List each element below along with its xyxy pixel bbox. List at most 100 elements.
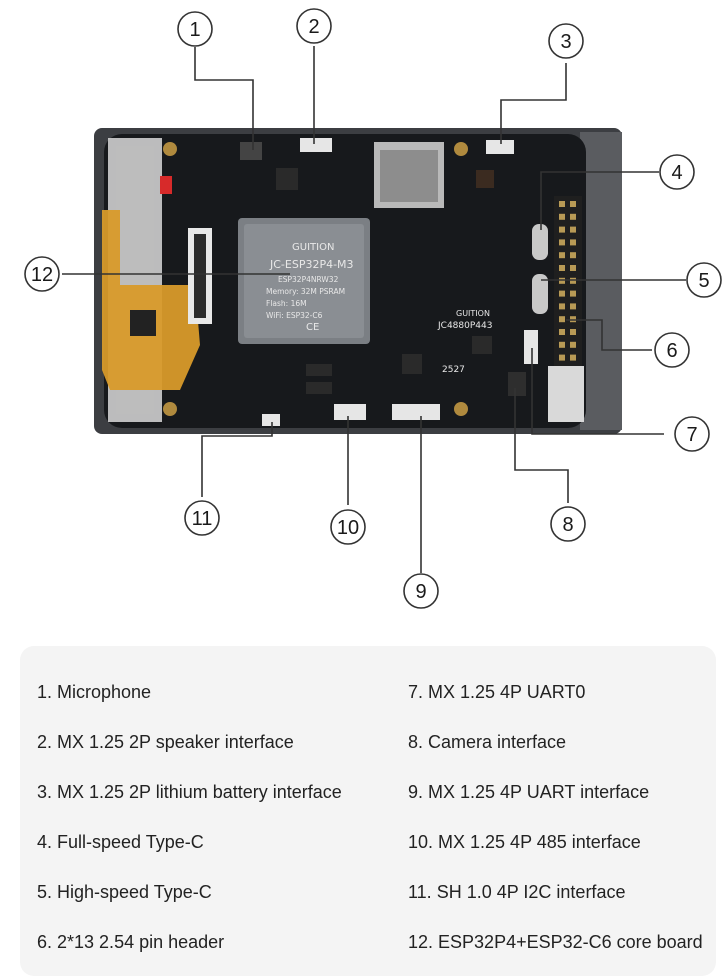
header-pin xyxy=(559,213,565,220)
callout-number: 7 xyxy=(686,424,697,446)
chip xyxy=(402,354,422,374)
header-pin xyxy=(559,354,565,361)
callout-circle xyxy=(330,509,366,545)
header-pin xyxy=(559,201,565,207)
header-pin xyxy=(570,303,576,310)
mount-hole xyxy=(163,142,177,156)
usb-c-high-speed xyxy=(532,274,548,314)
callout-4: 4 xyxy=(659,154,695,190)
legend-list: 1. Microphone 2. MX 1.25 2P speaker inter… xyxy=(20,646,716,976)
board-date-code: 2527 xyxy=(442,365,465,375)
header-pin xyxy=(559,341,565,348)
header-pin xyxy=(570,329,576,335)
header-pin xyxy=(570,265,576,271)
header-pin xyxy=(559,252,565,259)
callout-number: 10 xyxy=(337,517,359,539)
callout-9: 9 xyxy=(403,573,439,609)
mount-hole xyxy=(163,402,177,416)
flex-chip xyxy=(130,310,156,336)
header-pin xyxy=(559,226,565,233)
callout-circle xyxy=(659,154,695,190)
header-pin xyxy=(559,303,565,310)
module-brand: GUITION xyxy=(292,242,334,253)
leader-lines xyxy=(62,46,686,573)
mic-component xyxy=(240,142,262,160)
callout-circle xyxy=(177,11,213,47)
board-diagram: GUITION JC-ESP32P4-M3 ESP32P4NRW32 Memor… xyxy=(24,8,722,609)
callout-6: 6 xyxy=(654,332,690,368)
battery-connector xyxy=(486,140,514,154)
header-pin xyxy=(570,341,576,348)
callout-number: 11 xyxy=(192,508,213,530)
header-pin xyxy=(559,265,565,271)
legend-panel: 1. Microphone 2. MX 1.25 2P speaker inter… xyxy=(20,646,716,976)
display-bezel-edge xyxy=(580,132,622,430)
mount-hole xyxy=(454,142,468,156)
module-wifi: WiFi: ESP32-C6 xyxy=(266,311,323,320)
callout-number: 6 xyxy=(666,340,677,362)
module-memory: Memory: 32M PSRAM xyxy=(266,287,345,296)
callout-3: 3 xyxy=(548,23,584,59)
callout-8: 8 xyxy=(550,506,586,542)
module-marks: CE xyxy=(306,322,319,333)
callout-12: 12 xyxy=(24,256,60,292)
callout-circle xyxy=(674,416,710,452)
camera-connector xyxy=(508,372,526,396)
callout-circle xyxy=(654,332,690,368)
header-pin xyxy=(559,239,565,246)
header-pin xyxy=(559,329,565,335)
uart0-connector xyxy=(524,330,538,364)
leader-line-3 xyxy=(500,63,567,144)
leader-line-1 xyxy=(194,47,254,150)
legend-item: 2. MX 1.25 2P speaker interface xyxy=(37,732,294,752)
leader-line-4 xyxy=(540,171,659,230)
speaker-connector xyxy=(300,138,332,152)
header-pin xyxy=(570,290,576,297)
callout-circle xyxy=(686,262,722,298)
header-pin xyxy=(570,201,576,207)
callout-circle xyxy=(548,23,584,59)
legend-item: 11. SH 1.0 4P I2C interface xyxy=(408,882,626,902)
callout-circle xyxy=(184,500,220,536)
leader-line-11 xyxy=(201,422,273,497)
i2c-connector xyxy=(262,414,280,426)
leader-line-6 xyxy=(566,319,652,351)
flex-cable xyxy=(102,210,200,390)
callout-number: 9 xyxy=(415,581,426,603)
right-shield xyxy=(548,366,584,422)
header-pin xyxy=(570,226,576,233)
core-module-face xyxy=(244,224,364,338)
legend-item: 7. MX 1.25 4P UART0 xyxy=(408,682,586,702)
callout-7: 7 xyxy=(674,416,710,452)
callout-number: 5 xyxy=(698,270,709,292)
callout-number: 3 xyxy=(560,31,571,53)
header-pin xyxy=(570,252,576,259)
legend-item: 12. ESP32P4+ESP32-C6 core board xyxy=(408,932,703,952)
module-chip: ESP32P4NRW32 xyxy=(278,275,339,284)
callout-number: 4 xyxy=(671,162,682,184)
legend-item: 9. MX 1.25 4P UART interface xyxy=(408,782,650,802)
leader-line-8 xyxy=(514,388,569,503)
callout-number: 2 xyxy=(308,16,319,38)
callout-number: 12 xyxy=(31,264,53,286)
mount-hole xyxy=(454,402,468,416)
callout-5: 5 xyxy=(686,262,722,298)
legend-item: 5. High-speed Type-C xyxy=(37,882,212,902)
legend-item: 4. Full-speed Type-C xyxy=(37,832,204,852)
callout-1: 1 xyxy=(177,11,213,47)
uart-connector xyxy=(392,404,440,420)
legend-item: 3. MX 1.25 2P lithium battery interface xyxy=(37,782,342,802)
chip xyxy=(276,168,298,190)
header-pin xyxy=(559,290,565,297)
chip xyxy=(476,170,494,188)
header-pin xyxy=(559,316,565,323)
callout-circle xyxy=(296,8,332,44)
legend-item: 1. Microphone xyxy=(37,682,152,702)
pin-header xyxy=(554,196,582,368)
usb-c-full-speed xyxy=(532,224,548,260)
legend-item: 10. MX 1.25 4P 485 interface xyxy=(408,832,641,852)
callout-circle xyxy=(550,506,586,542)
chip xyxy=(306,364,332,376)
header-pin xyxy=(570,354,576,361)
